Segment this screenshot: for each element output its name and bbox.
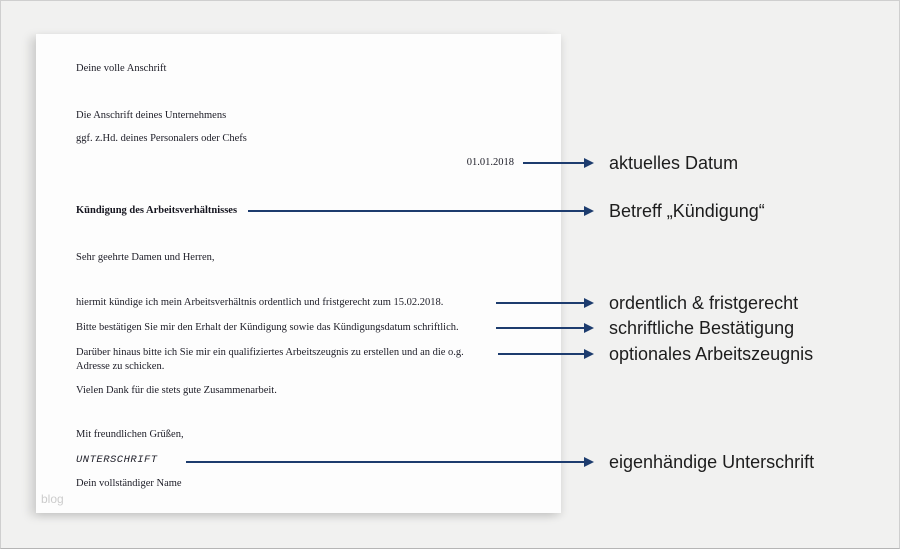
annotation-arrow-subject (248, 206, 594, 216)
attention-line: ggf. z.Hd. deines Personalers oder Chefs (76, 133, 247, 144)
arrowhead-icon (584, 323, 594, 333)
annotation-arrow-reference (498, 349, 594, 359)
letter-page: Deine volle Anschrift Die Anschrift dein… (36, 34, 561, 513)
salutation: Sehr geehrte Damen und Herren, (76, 252, 215, 263)
body-paragraph-2: Bitte bestätigen Sie mir den Erhalt der … (76, 322, 459, 333)
body-paragraph-3: Darüber hinaus bitte ich Sie mir ein qua… (76, 347, 464, 372)
arrowhead-icon (584, 206, 594, 216)
subject-line: Kündigung des Arbeitsverhältnisses (76, 205, 238, 216)
sender-name: Dein vollständiger Name (76, 478, 182, 489)
arrowhead-icon (584, 298, 594, 308)
arrowhead-icon (584, 158, 594, 168)
annotation-arrow-notice-period (496, 298, 594, 308)
annotation-arrow-signature (186, 457, 594, 467)
thanks-line: Vielen Dank für die stets gute Zusammena… (76, 385, 277, 396)
arrowhead-icon (584, 349, 594, 359)
annotation-label-date: aktuelles Datum (609, 153, 739, 173)
annotation-arrow-confirmation (496, 323, 594, 333)
blog-watermark: blog (41, 492, 64, 506)
letter-date: 01.01.2018 (466, 157, 514, 168)
sender-address: Deine volle Anschrift (76, 63, 167, 74)
annotation-label-signature: eigenhändige Unterschrift (609, 452, 815, 472)
annotation-label-notice-period: ordentlich & fristgerecht (609, 293, 799, 313)
annotation-label-confirmation: schriftliche Bestätigung (609, 318, 795, 338)
annotation-label-reference: optionales Arbeitszeugnis (609, 344, 814, 364)
company-address: Die Anschrift deines Unternehmens (76, 110, 227, 121)
annotation-label-subject: Betreff „Kündigung“ (609, 201, 765, 221)
signature-placeholder: UNTERSCHRIFT (76, 454, 158, 466)
arrowhead-icon (584, 457, 594, 467)
closing-line: Mit freundlichen Grüßen, (76, 429, 184, 440)
body-paragraph-1: hiermit kündige ich mein Arbeitsverhältn… (76, 297, 444, 308)
annotation-arrow-date (523, 158, 594, 168)
